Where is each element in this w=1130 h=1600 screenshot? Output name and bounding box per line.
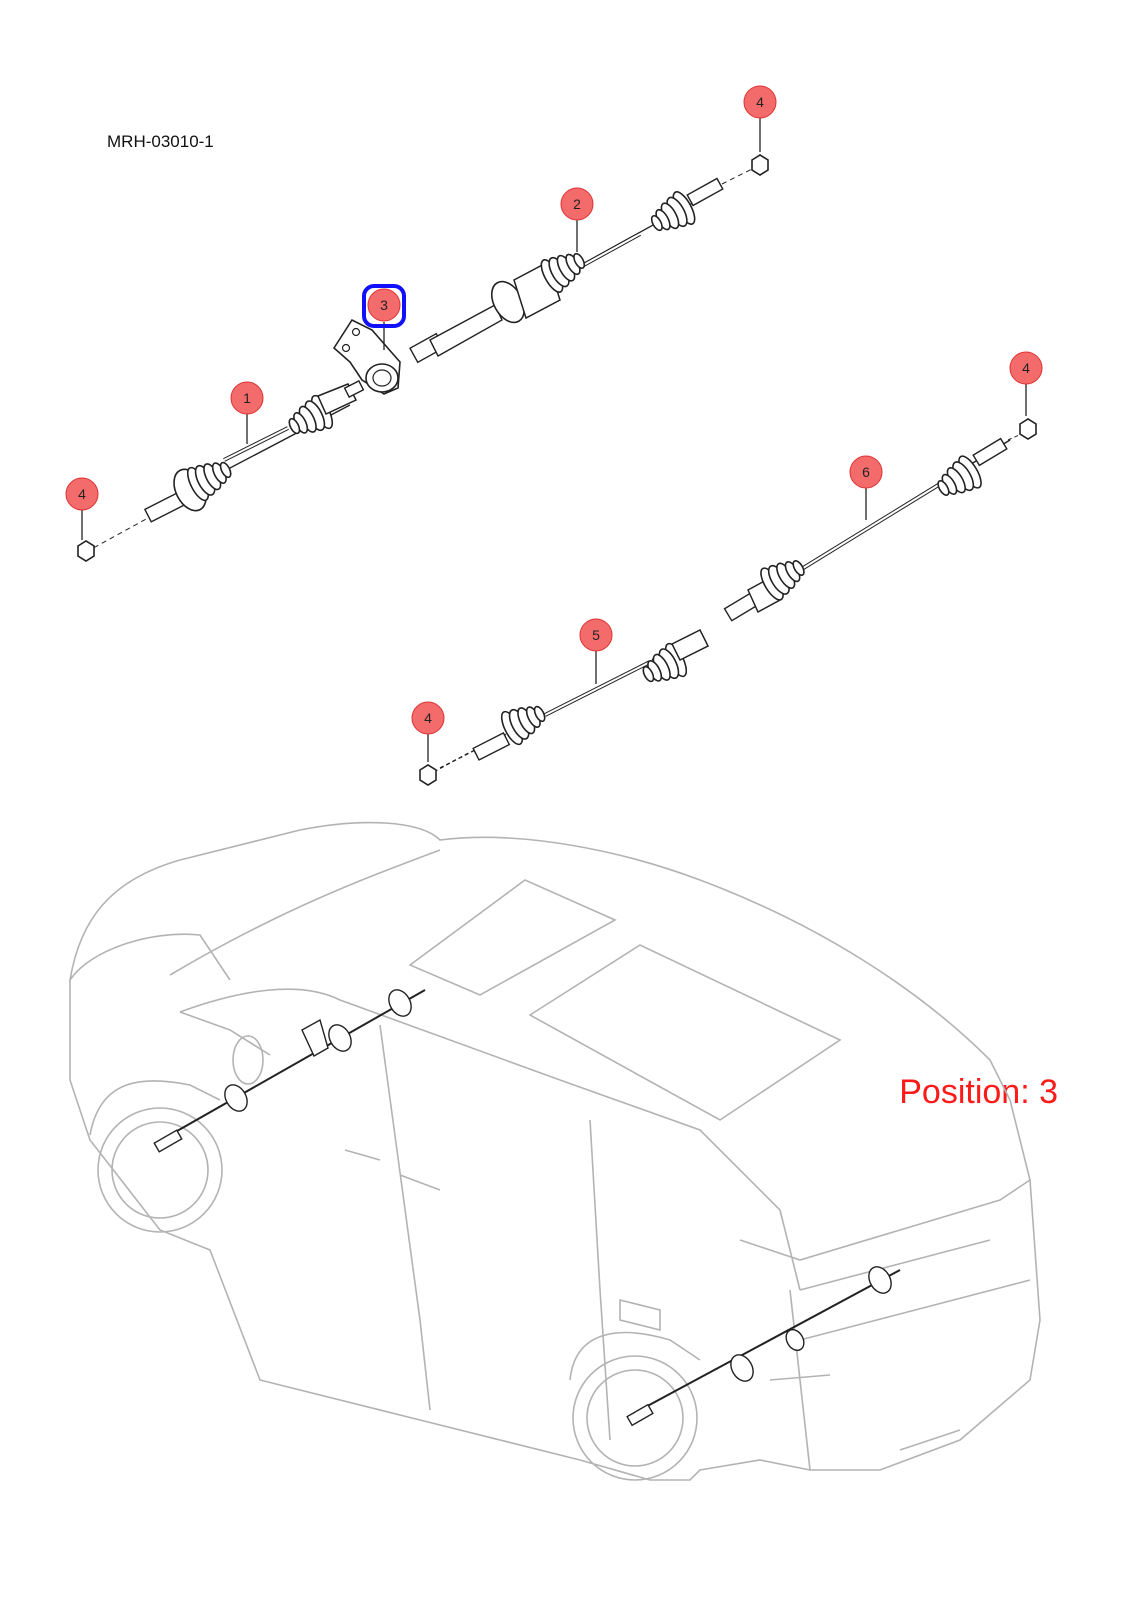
callout-6[interactable]: 6 [849, 455, 883, 520]
callout-4-rear-left[interactable]: 4 [411, 701, 445, 762]
callout-4d-label: 4 [424, 710, 432, 726]
callout-4c-label: 4 [1022, 360, 1030, 376]
callout-4a-label: 4 [78, 486, 86, 502]
callout-4-front-right[interactable]: 4 [743, 85, 777, 152]
callout-2-label: 2 [573, 196, 581, 212]
callout-4-rear-right[interactable]: 4 [1009, 351, 1043, 416]
drive-shaft-5 [439, 628, 710, 769]
vehicle-drive-shafts [153, 989, 901, 1427]
hub-nuts [77, 154, 1037, 786]
callout-5[interactable]: 5 [579, 618, 613, 684]
callout-2[interactable]: 2 [560, 187, 594, 252]
position-label: Position: 3 [899, 1073, 1058, 1111]
diagram-code: MRH-03010-1 [107, 132, 214, 151]
callout-4-front-left[interactable]: 4 [65, 477, 99, 540]
callout-3-label: 3 [380, 297, 388, 313]
selection-highlight [362, 284, 406, 328]
callout-1-label: 1 [243, 390, 251, 406]
callout-3[interactable]: 3 [362, 284, 406, 350]
drive-shaft-2 [409, 177, 724, 364]
drive-shaft-6 [723, 437, 1011, 622]
callout-4b-label: 4 [756, 94, 764, 110]
vehicle-outline [69, 821, 1041, 1481]
callout-1[interactable]: 1 [230, 381, 264, 444]
drive-shaft-1 [143, 379, 365, 523]
callout-5-label: 5 [592, 627, 600, 643]
callout-6-label: 6 [862, 464, 870, 480]
bearing-bracket-3 [332, 318, 401, 395]
